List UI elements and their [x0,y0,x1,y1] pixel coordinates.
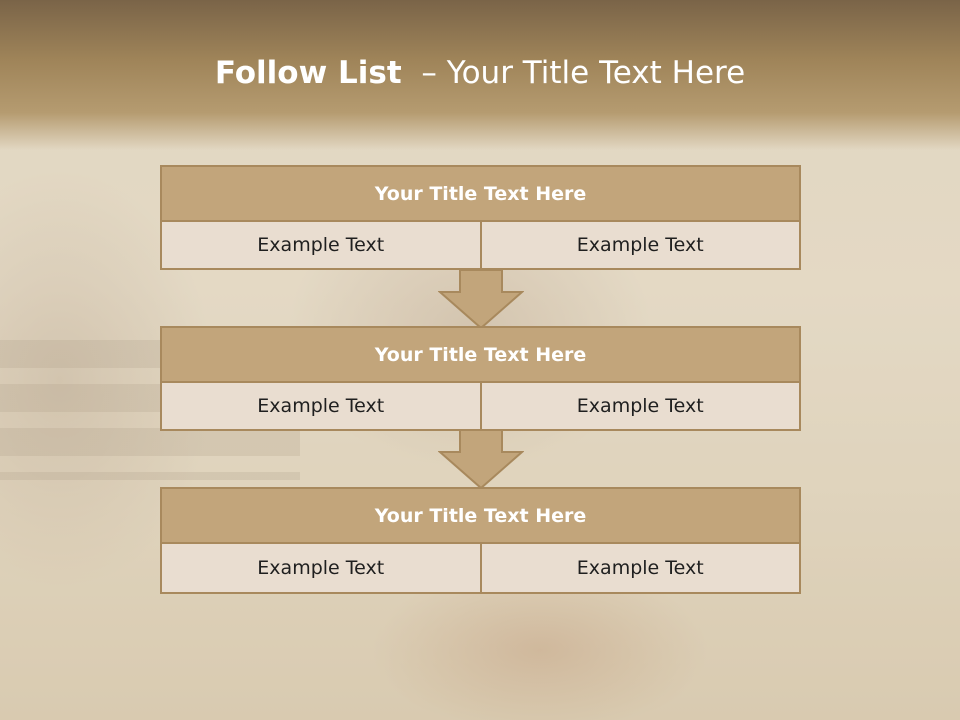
step-title: Your Title Text Here [160,326,801,383]
step-box-1: Your Title Text Here Example Text Exampl… [160,165,801,270]
step-cell-left: Example Text [160,220,482,270]
down-arrow-icon [438,430,524,490]
step-title: Your Title Text Here [160,487,801,544]
title-bar [0,0,960,150]
step-cell-right: Example Text [479,220,801,270]
step-cell-right: Example Text [479,381,801,431]
step-row: Example Text Example Text [160,381,801,431]
step-cell-left: Example Text [160,381,482,431]
step-cell-right: Example Text [479,542,801,594]
step-box-3: Your Title Text Here Example Text Exampl… [160,487,801,594]
slide-title-rest: – Your Title Text Here [421,55,746,91]
slide-title: Follow List – Your Title Text Here [0,55,960,91]
step-row: Example Text Example Text [160,542,801,594]
step-title: Your Title Text Here [160,165,801,222]
step-cell-left: Example Text [160,542,482,594]
slide-title-bold: Follow List [214,55,402,91]
down-arrow-icon [438,270,524,330]
step-row: Example Text Example Text [160,220,801,270]
step-box-2: Your Title Text Here Example Text Exampl… [160,326,801,431]
